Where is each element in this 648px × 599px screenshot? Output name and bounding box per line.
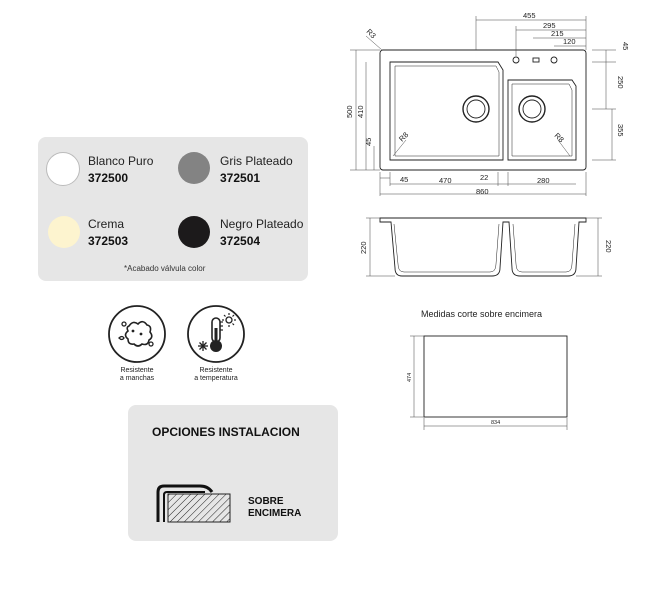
stain-resistant-icon	[108, 305, 166, 363]
svg-text:500: 500	[345, 105, 354, 118]
left-bowl	[389, 61, 504, 161]
colors-panel	[38, 137, 308, 281]
svg-text:280: 280	[537, 176, 550, 185]
svg-text:22: 22	[480, 173, 488, 182]
temperature-badge-label: Resistente a temperatura	[194, 367, 238, 382]
svg-text:295: 295	[543, 21, 556, 30]
svg-text:45: 45	[400, 175, 408, 184]
right-bowl	[507, 79, 577, 161]
color-name-1: Blanco Puro	[88, 154, 154, 168]
svg-text:45: 45	[621, 42, 630, 50]
swatch-crema	[48, 216, 80, 248]
swatch-blanco-puro	[46, 152, 80, 186]
swatch-gris-plateado	[178, 152, 210, 184]
install-option-label: SOBRE ENCIMERA	[248, 496, 302, 519]
section-outline	[379, 217, 587, 277]
sink-technical-drawing: 455 295 215 120 45 250 355 500 410 45 R3…	[345, 11, 630, 277]
svg-text:860: 860	[476, 187, 489, 196]
svg-text:R3: R3	[365, 27, 378, 40]
svg-text:410: 410	[356, 105, 365, 118]
svg-text:220: 220	[604, 240, 613, 253]
svg-text:250: 250	[616, 76, 625, 89]
color-code-2: 372501	[220, 171, 261, 185]
valve-note: *Acabado válvula color	[124, 264, 206, 273]
svg-text:R8: R8	[553, 131, 566, 144]
stain-badge-label: Resistente a manchas	[119, 367, 155, 382]
svg-text:470: 470	[439, 176, 452, 185]
color-name-2: Gris Plateado	[220, 154, 293, 168]
temperature-resistant-icon	[187, 305, 245, 363]
color-name-3: Crema	[88, 217, 125, 231]
svg-text:45: 45	[364, 138, 373, 146]
color-name-4: Negro Plateado	[220, 217, 304, 231]
svg-text:120: 120	[563, 37, 576, 46]
color-code-4: 372504	[220, 234, 261, 248]
overmount-install-icon	[156, 484, 231, 523]
cutout-drawing: 474 834	[407, 335, 568, 430]
cutout-title: Medidas corte sobre encimera	[421, 309, 543, 319]
color-code-3: 372503	[88, 234, 129, 248]
svg-text:834: 834	[491, 420, 500, 426]
install-title: OPCIONES INSTALACION	[152, 425, 300, 439]
color-code-1: 372500	[88, 171, 129, 185]
swatch-negro-plateado	[178, 216, 210, 248]
svg-text:220: 220	[359, 241, 368, 254]
svg-text:455: 455	[523, 11, 536, 20]
sink-outline	[379, 49, 587, 171]
svg-text:355: 355	[616, 124, 625, 137]
svg-text:474: 474	[407, 373, 413, 382]
svg-text:215: 215	[551, 29, 564, 38]
svg-text:R8: R8	[397, 130, 410, 143]
